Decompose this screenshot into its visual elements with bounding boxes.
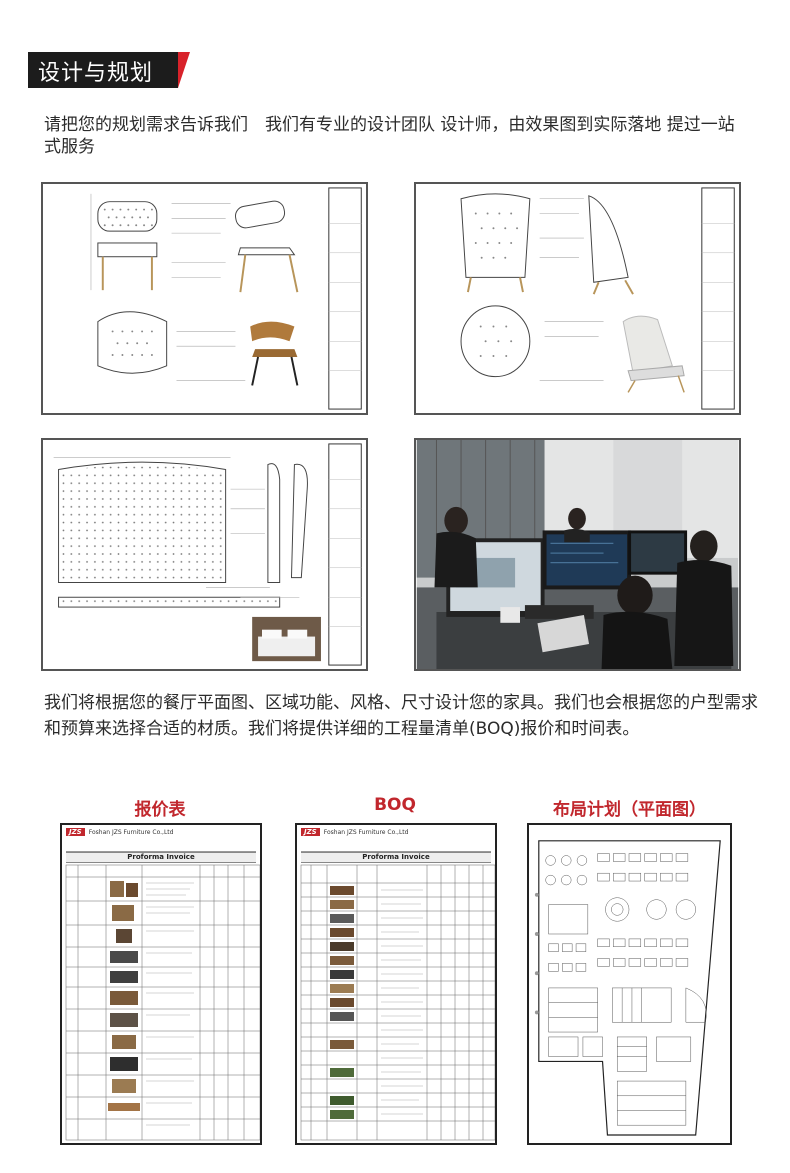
quotation-table <box>65 864 260 1141</box>
service-description: 我们将根据您的餐厅平面图、区域功能、风格、尺寸设计您的家具。我们也会根据您的户型… <box>44 693 758 739</box>
quotation-caption: 报价表 <box>134 800 186 820</box>
company-name: Foshan JZS Furniture Co.,Ltd <box>323 828 409 836</box>
intro-text: 请把您的规划需求告诉我们 我们有专业的设计团队 设计师，由效果图到实际落地 提过… <box>44 115 735 157</box>
floor-plan-svg <box>529 826 730 1142</box>
section-header: 设计与规划 <box>28 52 190 88</box>
chair-drawing-svg <box>43 184 366 413</box>
header-bar <box>28 52 178 88</box>
design-team-photo <box>414 438 741 671</box>
boq-table <box>300 864 495 1141</box>
design-team-photo-svg <box>416 440 739 669</box>
lounge-chair-drawing-svg <box>416 184 739 413</box>
quotation-document: JZS Foshan JZS Furniture Co.,Ltd Proform… <box>60 823 262 1145</box>
company-name: Foshan JZS Furniture Co.,Ltd <box>88 828 174 836</box>
headboard-drawing-svg <box>43 440 366 669</box>
floor-plan-document <box>527 823 732 1145</box>
chair-design-drawing <box>41 182 368 415</box>
lounge-chair-design-drawing <box>414 182 741 415</box>
company-logo: JZS <box>301 828 320 836</box>
headboard-design-drawing <box>41 438 368 671</box>
layout-plan-caption: 布局计划（平面图） <box>553 800 706 820</box>
company-logo: JZS <box>66 828 85 836</box>
boq-caption: BOQ <box>374 795 416 815</box>
header-accent <box>178 52 190 88</box>
boq-document: JZS Foshan JZS Furniture Co.,Ltd Proform… <box>295 823 497 1145</box>
section-title: 设计与规划 <box>38 61 154 86</box>
doc-title: Proforma Invoice <box>301 852 491 863</box>
doc-title: Proforma Invoice <box>66 852 256 863</box>
